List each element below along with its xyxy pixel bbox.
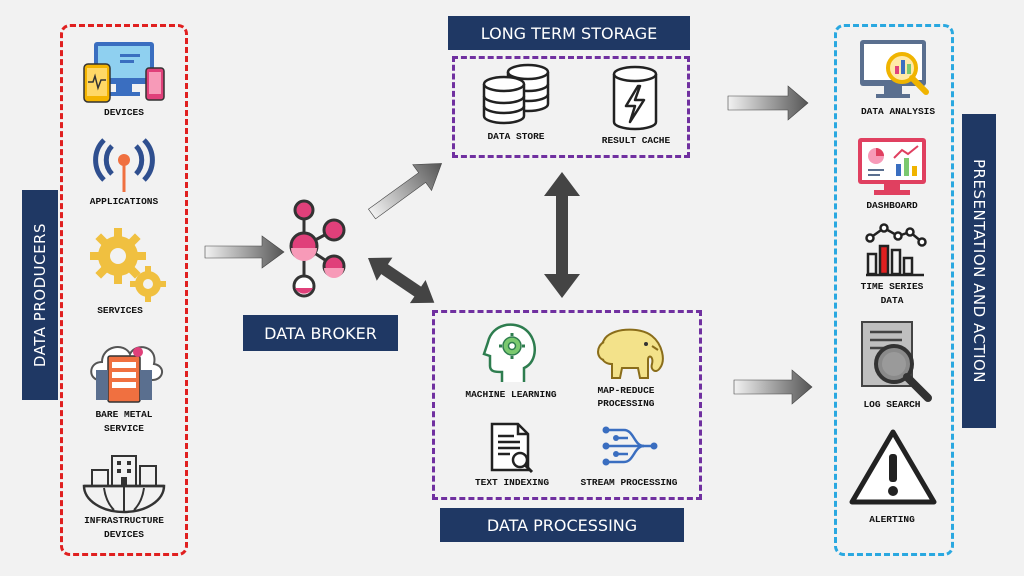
label-map-reduce-2: PROCESSING [597,398,655,409]
presentation-title: PRESENTATION AND ACTION [970,158,988,384]
label-devices: DEVICES [104,107,144,118]
label-bare-metal-2: SERVICE [104,423,144,434]
arrow-storage-to-presentation [727,85,809,121]
storage-title-box: LONG TERM STORAGE [448,16,690,50]
label-dashboard: DASHBOARD [866,200,918,211]
database-icon [482,63,550,125]
bare-metal-server-icon [90,346,163,403]
log-search-icon [861,321,932,402]
presentation-frame [834,24,954,556]
processing-title: DATA PROCESSING [486,515,638,535]
label-time-series-2: DATA [880,295,904,306]
infrastructure-icon [82,455,166,514]
hadoop-elephant-icon [597,328,664,379]
label-alerting: ALERTING [869,514,915,525]
label-services: SERVICES [97,305,143,316]
label-map-reduce-1: MAP-REDUCE [597,385,655,396]
processing-title-box: DATA PROCESSING [440,508,684,542]
data-analysis-icon [860,40,929,98]
result-cache-icon [612,65,658,131]
arrow-broker-to-storage [368,163,443,220]
arrow-processing-to-presentation [733,369,813,405]
alerting-warning-icon [849,429,937,505]
label-infra-1: INFRASTRUCTURE [84,515,164,526]
label-data-analysis: DATA ANALYSIS [860,106,936,117]
storage-title: LONG TERM STORAGE [480,23,658,43]
label-text-indexing: TEXT INDEXING [474,477,550,488]
dashboard-icon [858,138,926,195]
broker-title: DATA BROKER [264,323,377,343]
broker-kafka-icon [289,199,346,298]
producers-title-box: DATA PRODUCERS [22,190,58,400]
arrow-broker-processing [368,257,435,304]
broker-title-box: DATA BROKER [243,315,398,351]
machine-learning-icon [482,323,536,382]
arrow-producers-to-broker [204,235,285,269]
devices-icon [83,42,165,103]
processing-frame [432,310,702,500]
label-time-series-1: TIME SERIES [860,281,924,292]
stream-processing-icon [602,426,658,466]
label-data-store: DATA STORE [487,131,545,142]
label-applications: APPLICATIONS [89,196,159,207]
time-series-icon [865,223,927,277]
label-machine-learning: MACHINE LEARNING [465,389,557,400]
text-indexing-icon [490,422,534,474]
label-stream-processing: STREAM PROCESSING [580,477,678,488]
presentation-title-box: PRESENTATION AND ACTION [962,114,996,428]
label-result-cache: RESULT CACHE [601,135,671,146]
label-infra-2: DEVICES [104,529,144,540]
arrow-storage-processing [544,172,580,298]
label-log-search: LOG SEARCH [863,399,921,410]
label-bare-metal-1: BARE METAL [95,409,153,420]
applications-icon [93,138,155,192]
services-icon [90,228,166,302]
storage-frame [452,56,690,158]
producers-frame [60,24,188,556]
